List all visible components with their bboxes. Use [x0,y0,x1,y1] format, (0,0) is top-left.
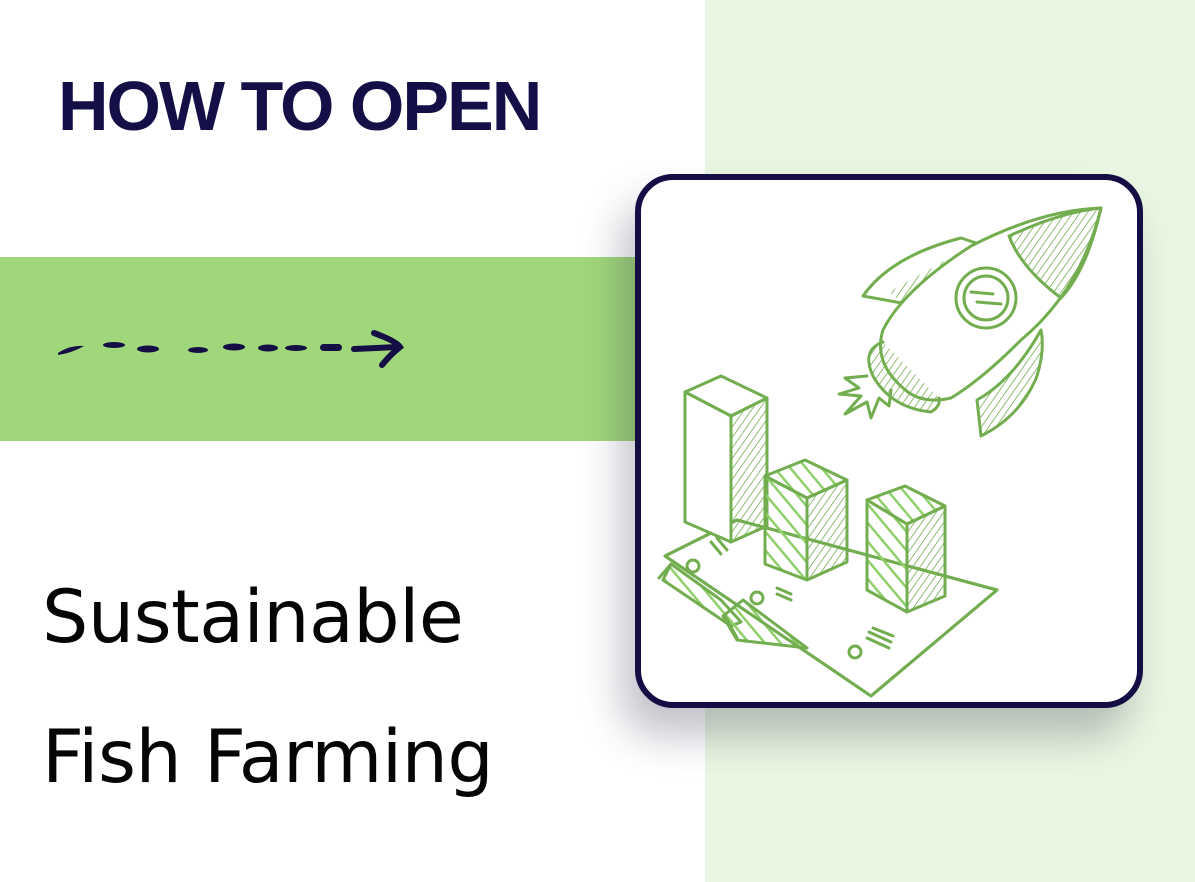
rocket-chart-illustration-icon [657,206,1103,698]
page-title: Sustainable Fish Farming [42,548,494,828]
title-line-2: Fish Farming [42,715,494,800]
rocket-icon [837,206,1103,438]
kicker-heading: HOW TO OPEN [58,67,542,145]
bar-chart-icon [657,374,999,698]
dashed-arrow-icon [58,330,405,368]
title-line-1: Sustainable [42,575,464,660]
illustration-card [635,174,1143,708]
